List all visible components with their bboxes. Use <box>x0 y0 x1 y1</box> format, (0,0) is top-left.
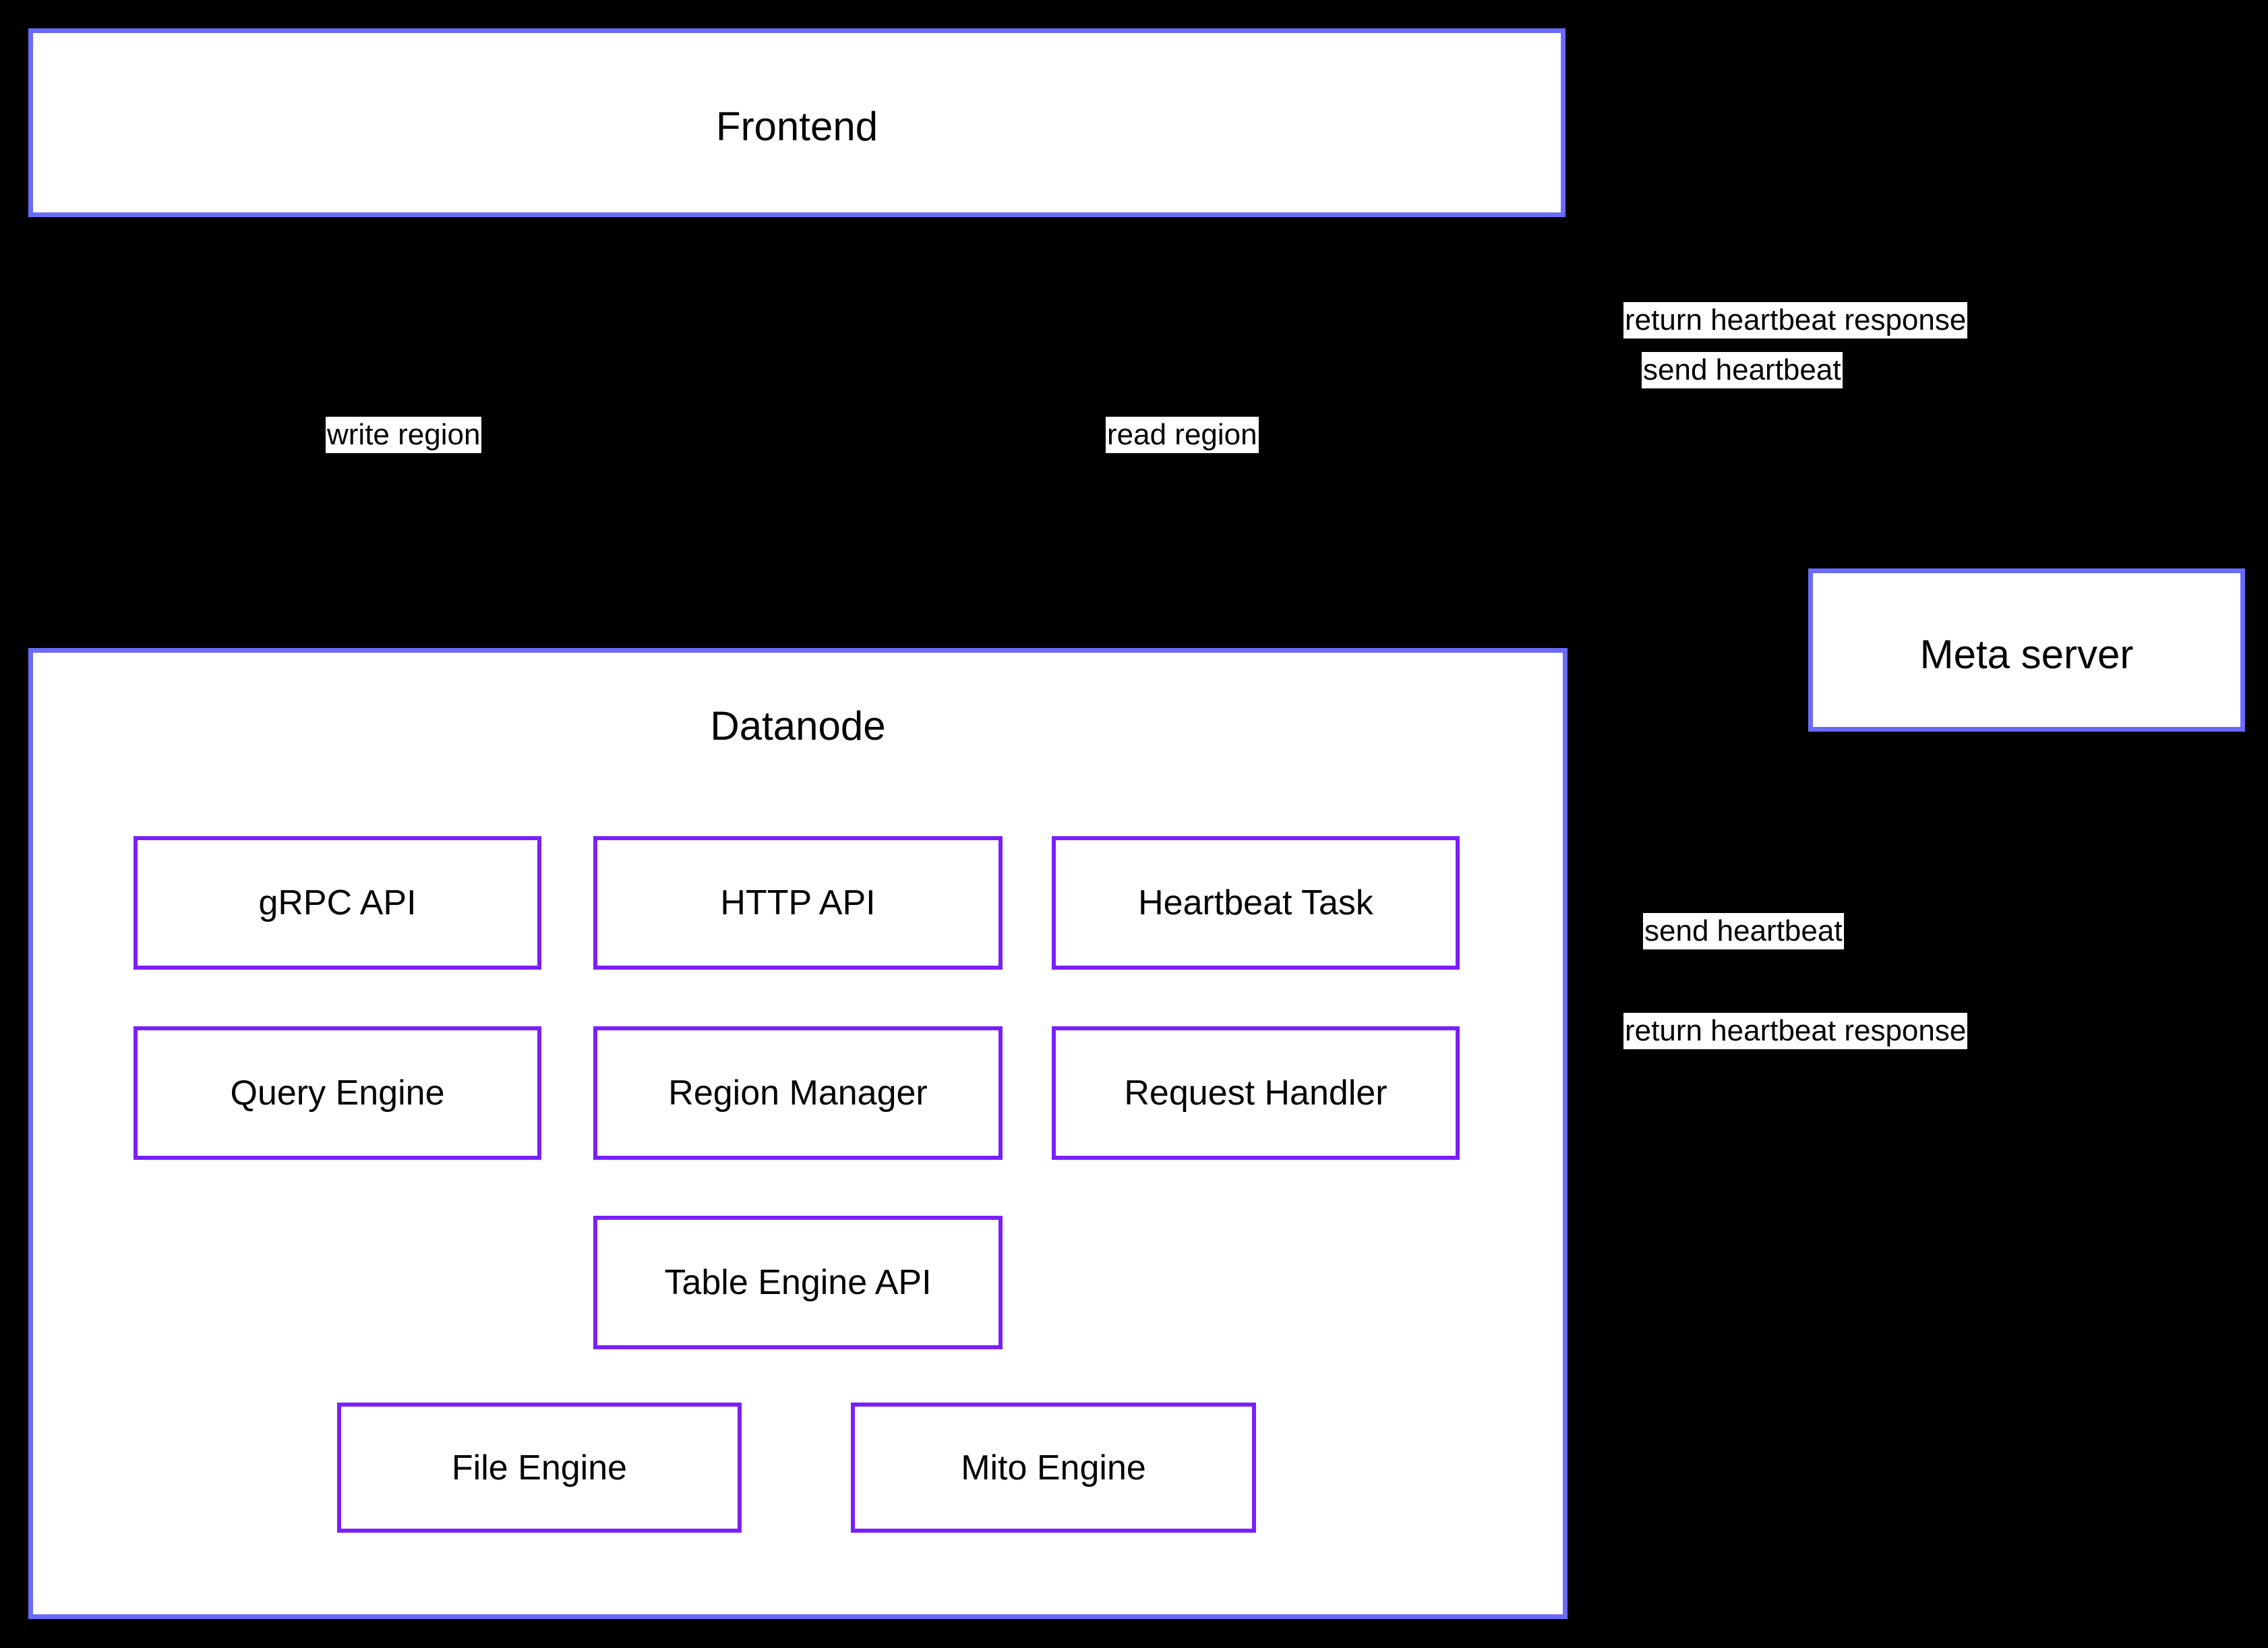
component-request-handler[interactable]: Request Handler <box>1052 1026 1460 1160</box>
component-table-engine-api-label: Table Engine API <box>664 1263 932 1302</box>
component-file-engine-label: File Engine <box>451 1448 628 1488</box>
component-heartbeat-task-label: Heartbeat Task <box>1138 883 1373 922</box>
meta-server-label: Meta server <box>1919 632 2134 677</box>
datanode-label: Datanode <box>710 703 886 748</box>
edge-label-datanode-send-heartbeat: send heartbeat <box>1643 913 1844 949</box>
component-query-engine-label: Query Engine <box>230 1073 445 1113</box>
component-query-engine[interactable]: Query Engine <box>133 1026 541 1160</box>
component-http-api-label: HTTP API <box>720 883 876 922</box>
edge-label-datanode-return-heartbeat: return heartbeat response <box>1623 1013 1968 1049</box>
component-grpc-api[interactable]: gRPC API <box>133 836 541 970</box>
component-mito-engine-label: Mito Engine <box>961 1448 1146 1488</box>
edge-label-write-region: write region <box>326 417 482 453</box>
component-region-manager[interactable]: Region Manager <box>593 1026 1003 1160</box>
component-request-handler-label: Request Handler <box>1124 1073 1387 1113</box>
component-file-engine[interactable]: File Engine <box>337 1403 742 1533</box>
component-http-api[interactable]: HTTP API <box>593 836 1003 970</box>
component-region-manager-label: Region Manager <box>668 1073 928 1113</box>
edge-label-meta-send-heartbeat: send heartbeat <box>1642 352 1843 388</box>
component-heartbeat-task[interactable]: Heartbeat Task <box>1052 836 1460 970</box>
frontend-label: Frontend <box>715 104 878 149</box>
component-mito-engine[interactable]: Mito Engine <box>851 1403 1256 1533</box>
frontend-container[interactable]: Frontend <box>28 28 1565 217</box>
edge-label-meta-return-heartbeat: return heartbeat response <box>1623 302 1968 339</box>
meta-server-container[interactable]: Meta server <box>1808 568 2245 732</box>
component-grpc-api-label: gRPC API <box>258 883 417 922</box>
component-table-engine-api[interactable]: Table Engine API <box>593 1216 1003 1349</box>
edge-label-read-region: read region <box>1106 417 1259 453</box>
